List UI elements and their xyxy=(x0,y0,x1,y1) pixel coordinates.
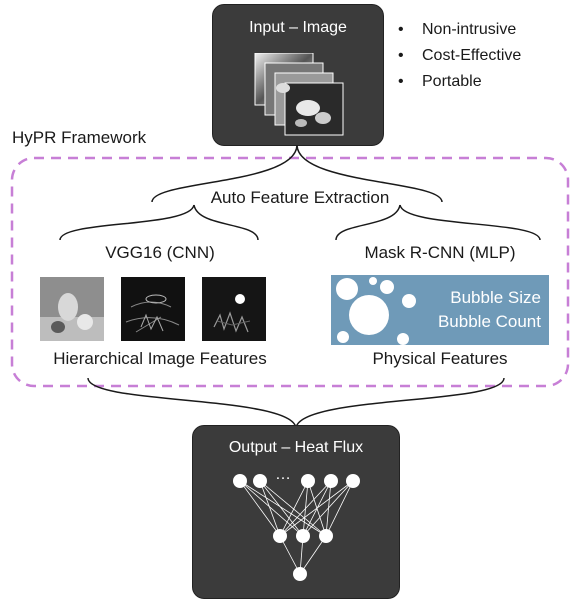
bubble-count-label: Bubble Count xyxy=(437,312,541,331)
feature-map-3 xyxy=(202,277,266,341)
input-title: Input – Image xyxy=(249,19,347,36)
input-image-box: Input – Image xyxy=(212,4,384,146)
vgg-title: VGG16 (CNN) xyxy=(105,243,215,262)
input-properties-list: Non-intrusive Cost-Effective Portable xyxy=(398,17,521,95)
nn-ellipsis: … xyxy=(275,466,291,483)
feature-map-1 xyxy=(40,277,104,341)
bubble-panel: Bubble Size Bubble Count xyxy=(331,275,549,345)
framework-label: HyPR Framework xyxy=(12,128,147,147)
mask-caption: Physical Features xyxy=(372,349,508,368)
nn-input-node-4 xyxy=(324,474,338,488)
top-brace xyxy=(151,144,443,203)
extraction-title: Auto Feature Extraction xyxy=(210,188,390,207)
nn-hidden-node-1 xyxy=(273,529,287,543)
bullet-cost-effective: Cost-Effective xyxy=(398,43,521,69)
output-heat-flux-box: Output – Heat Flux xyxy=(192,425,400,599)
bubble-shapes xyxy=(336,277,416,345)
output-title: Output – Heat Flux xyxy=(228,439,364,456)
image-stack xyxy=(254,53,344,136)
nn-input-node-1 xyxy=(233,474,247,488)
neural-network-icon xyxy=(233,474,360,581)
nn-hidden-node-2 xyxy=(296,529,310,543)
bullet-portable: Portable xyxy=(398,69,521,95)
nn-hidden-node-3 xyxy=(319,529,333,543)
nn-output-node xyxy=(293,567,307,581)
left-brace xyxy=(59,204,195,241)
bubble-size-label: Bubble Size xyxy=(450,288,541,307)
right-brace xyxy=(399,204,541,241)
right-brace-left xyxy=(335,204,401,241)
nn-input-node-3 xyxy=(301,474,315,488)
feature-map-2 xyxy=(121,277,185,341)
left-brace-right xyxy=(193,204,259,241)
nn-input-node-5 xyxy=(346,474,360,488)
mask-title: Mask R-CNN (MLP) xyxy=(364,243,516,262)
vgg-caption: Hierarchical Image Features xyxy=(53,349,267,368)
nn-input-node-2 xyxy=(253,474,267,488)
bullet-non-intrusive: Non-intrusive xyxy=(398,17,521,43)
